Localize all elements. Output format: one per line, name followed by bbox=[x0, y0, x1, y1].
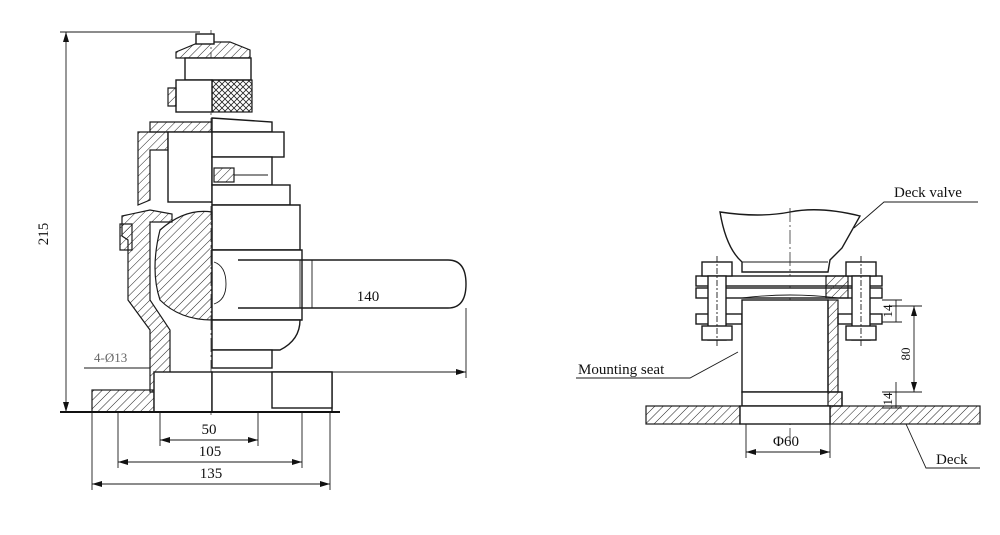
dim-bore-diameter: Φ60 bbox=[745, 424, 831, 458]
valve-body bbox=[119, 204, 303, 393]
label-deck-valve: Deck valve bbox=[853, 185, 978, 229]
dim-inner-width-label: 50 bbox=[202, 422, 217, 438]
dim-bolt-circle: 105 bbox=[117, 412, 303, 468]
dim-flange-width: 135 bbox=[91, 412, 331, 490]
dim-handle-length-label: 140 bbox=[357, 289, 380, 305]
valve-cap bbox=[167, 33, 253, 113]
dim-inner-width: 50 bbox=[159, 412, 259, 446]
flange-bolt-right bbox=[845, 256, 877, 346]
dim-handle-length: 140 bbox=[212, 289, 467, 378]
valve-bonnet bbox=[137, 117, 291, 206]
dim-upper-gap-label: 14 bbox=[880, 304, 895, 318]
dim-overall-height: 215 bbox=[36, 31, 200, 412]
dim-lower-gap-label: 14 bbox=[880, 392, 895, 406]
deck-plate bbox=[645, 405, 981, 425]
label-deck-valve-text: Deck valve bbox=[894, 185, 962, 201]
dim-upper-gap: 14 bbox=[880, 299, 902, 323]
valve-section-view: 215 140 4-Ø13 50 bbox=[36, 30, 467, 490]
mounting-seat bbox=[741, 299, 843, 407]
dim-seat-height-label: 80 bbox=[898, 348, 913, 361]
label-mounting-seat-text: Mounting seat bbox=[578, 362, 665, 378]
valve-flange bbox=[60, 371, 340, 413]
dim-lower-gap: 14 bbox=[880, 382, 902, 409]
dim-hole-spec: 4-Ø13 bbox=[84, 350, 151, 390]
valve-handle bbox=[238, 259, 467, 309]
dim-flange-width-label: 135 bbox=[200, 466, 223, 482]
label-mounting-seat: Mounting seat bbox=[576, 351, 739, 379]
dim-bolt-circle-label: 105 bbox=[199, 444, 222, 460]
label-deck-text: Deck bbox=[936, 452, 968, 468]
dim-seat-height: 80 bbox=[890, 305, 922, 393]
dim-hole-spec-label: 4-Ø13 bbox=[94, 350, 127, 365]
deck-valve-bowl bbox=[719, 209, 862, 273]
mounting-view: Deck valve Mounting seat Deck 14 80 bbox=[576, 185, 981, 469]
label-deck: Deck bbox=[905, 423, 980, 469]
flange-bolt-left bbox=[701, 256, 733, 346]
dim-overall-height-label: 215 bbox=[36, 223, 52, 246]
dim-bore-diameter-label: Φ60 bbox=[773, 434, 799, 450]
